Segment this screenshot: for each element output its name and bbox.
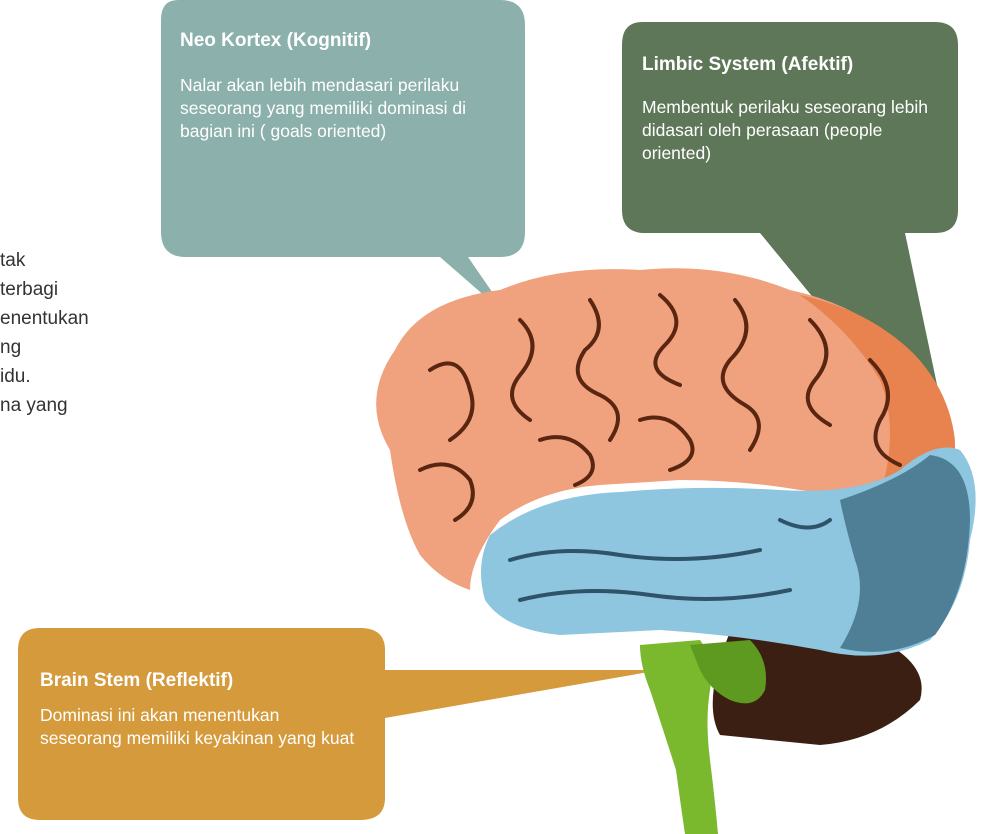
brain-stem-callout: Brain Stem (Reflektif) Dominasi ini akan… bbox=[40, 670, 360, 750]
left-text-line: na yang bbox=[0, 395, 68, 416]
neo-kortex-body: Nalar akan lebih mendasari perilaku sese… bbox=[180, 75, 466, 141]
left-text-line: ng bbox=[0, 337, 22, 358]
brain-stem-title: Brain Stem (Reflektif) bbox=[40, 670, 234, 691]
left-text-line: enentukan bbox=[0, 308, 89, 329]
brain-stem-shape bbox=[640, 640, 718, 834]
neo-kortex-title: Neo Kortex (Kognitif) bbox=[180, 30, 372, 51]
neo-kortex-callout-bubble bbox=[161, 0, 525, 318]
neo-kortex-shape bbox=[376, 268, 956, 590]
neo-kortex-shading bbox=[800, 295, 955, 498]
brain-stem-callout-bubble bbox=[18, 628, 660, 820]
left-partial-text: tak terbagi enentukan ng idu. na yang bbox=[0, 246, 160, 420]
neo-kortex-callout: Neo Kortex (Kognitif) Nalar akan lebih m… bbox=[180, 30, 510, 143]
left-text-line: idu. bbox=[0, 366, 31, 387]
left-text-line: tak bbox=[0, 250, 26, 271]
brain-stem-body: Dominasi ini akan menentukan seseorang m… bbox=[40, 705, 355, 748]
limbic-system-callout: Limbic System (Afektif) Membentuk perila… bbox=[642, 54, 942, 165]
left-text-line: terbagi bbox=[0, 279, 59, 300]
limbic-system-body: Membentuk perilaku seseorang lebih didas… bbox=[642, 97, 928, 163]
brain-stem-bulge bbox=[690, 640, 766, 704]
limbic-folds bbox=[508, 518, 832, 602]
limbic-system-shading bbox=[840, 455, 970, 652]
limbic-system-title: Limbic System (Afektif) bbox=[642, 54, 854, 75]
cortex-folds bbox=[418, 293, 902, 522]
